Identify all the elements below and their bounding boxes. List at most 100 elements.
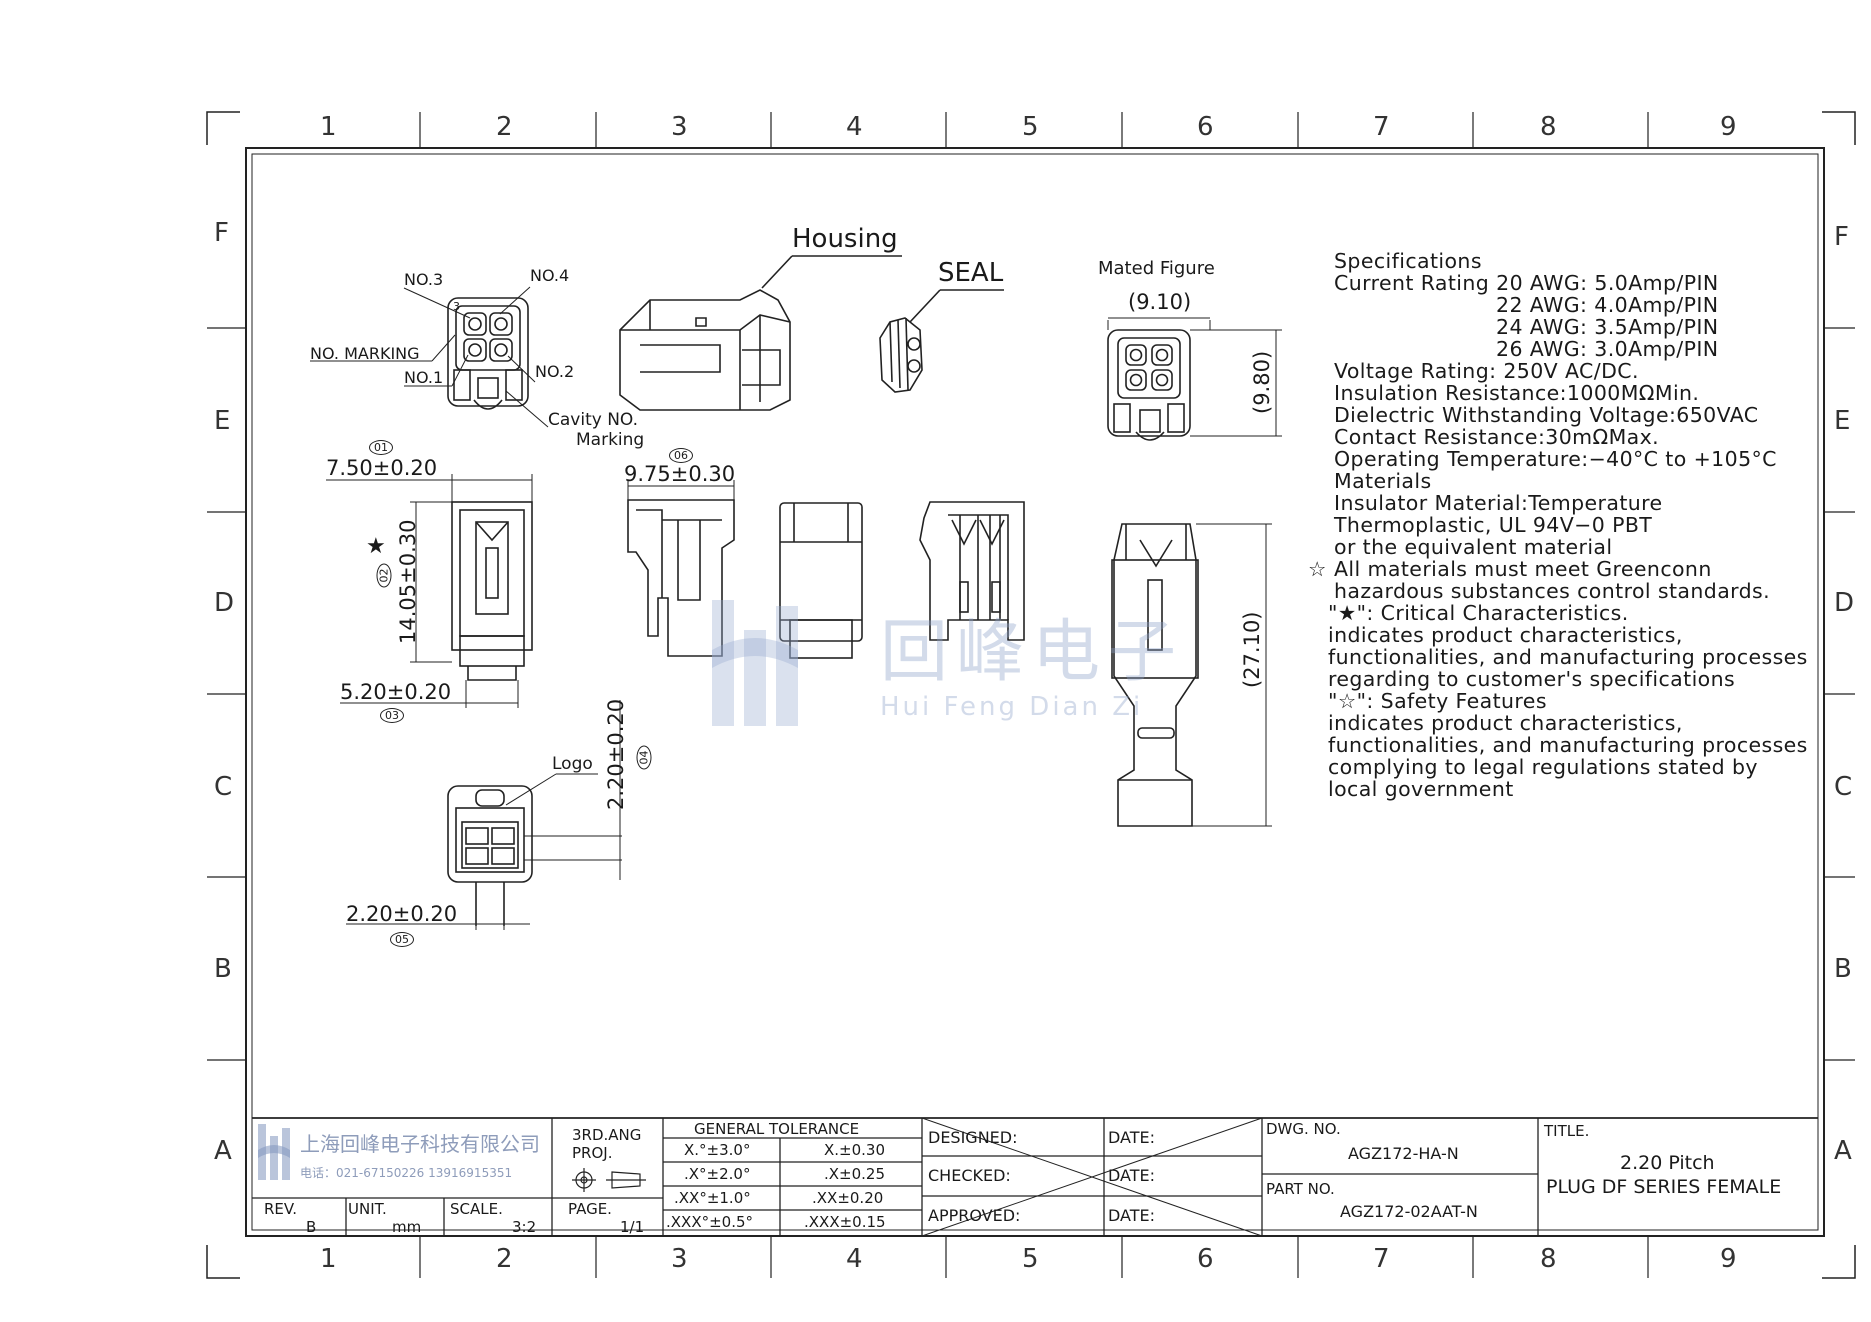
no3-label: NO.3: [404, 270, 444, 289]
side-view: [451, 501, 533, 681]
tolerance-row-2-angle: .X°±2.0°: [684, 1165, 751, 1183]
spec-current-20: Current Rating 20 AWG: 5.0Amp/PIN: [1334, 271, 1719, 295]
mated-dimension-lines: [1107, 317, 1282, 437]
spec-current-22: 22 AWG: 4.0Amp/PIN: [1496, 293, 1719, 317]
side-view-dimensions: [326, 474, 533, 708]
mated-front-view: [1107, 329, 1191, 441]
no4-label: NO.4: [530, 266, 570, 285]
frame-corner-tl: [206, 111, 240, 145]
zone-col-bottom-4: 4: [846, 1244, 863, 1274]
spec-equivalent: or the equivalent material: [1334, 535, 1613, 559]
front-view: [447, 297, 529, 410]
housing-end-view: [779, 502, 863, 659]
zone-col-bottom-3: 3: [671, 1244, 688, 1274]
watermark-text-en: Hui Feng Dian Zi: [880, 692, 1144, 722]
dwg-no-label: DWG. NO.: [1266, 1120, 1341, 1138]
tolerance-row-3-linear: .XX±0.20: [812, 1189, 884, 1207]
company-phone: 电话：021-67150226 13916915351: [300, 1166, 513, 1180]
tolerance-row-3-angle: .XX°±1.0°: [674, 1189, 751, 1207]
no1-label: NO.1: [404, 368, 444, 387]
dim-05-tag: 05: [390, 932, 414, 947]
safety-star-icon: ☆: [1308, 557, 1327, 581]
zone-row-right-D: D: [1834, 588, 1855, 618]
zone-col-bottom-8: 8: [1540, 1244, 1557, 1274]
frame-corner-bl: [206, 1245, 240, 1279]
unit-value: mm: [392, 1218, 422, 1236]
logo-label: Logo: [552, 754, 593, 774]
dim-06-value: 9.75±0.30: [624, 462, 736, 486]
mated-height-dim: (9.80): [1250, 350, 1274, 414]
spec-critical: "★": Critical Characteristics.: [1328, 601, 1629, 625]
projection-symbol-icon: [572, 1168, 646, 1192]
zone-row-right-F: F: [1834, 222, 1849, 252]
spec-safety-desc4: local government: [1328, 777, 1514, 801]
no2-label: NO.2: [535, 362, 575, 381]
zone-row-left-D: D: [214, 588, 235, 618]
scale-value: 3:2: [512, 1218, 537, 1236]
zone-col-top-1: 1: [320, 112, 337, 142]
housing-side-dimension: [627, 480, 735, 500]
approved-label: APPROVED:: [928, 1206, 1021, 1225]
mated-side-view: [1111, 523, 1199, 827]
tolerance-row-2-linear: .X±0.25: [824, 1165, 886, 1183]
page-value: 1/1: [620, 1218, 645, 1236]
housing-section-view: [919, 501, 1025, 641]
housing-side-view: [627, 499, 735, 657]
rev-label: REV.: [264, 1200, 297, 1218]
tolerance-header: GENERAL TOLERANCE: [694, 1120, 860, 1138]
dim-01-tag: 01: [369, 440, 393, 455]
part-no-label: PART NO.: [1266, 1180, 1335, 1198]
spec-critical-desc3: regarding to customer's specifications: [1328, 667, 1736, 691]
zone-row-left-A: A: [214, 1136, 232, 1166]
housing-label: Housing: [792, 224, 898, 254]
zone-row-left-F: F: [214, 218, 229, 248]
spec-contact: Contact Resistance:30mΩMax.: [1334, 425, 1660, 449]
zone-col-bottom-5: 5: [1022, 1244, 1039, 1274]
dim-03-tag: 03: [380, 708, 404, 723]
company-name-cn: 上海回峰电子科技有限公司: [300, 1132, 540, 1156]
zone-col-top-6: 6: [1197, 112, 1214, 142]
designed-label: DESIGNED:: [928, 1128, 1018, 1147]
mated-side-dimension: [1192, 523, 1272, 827]
zone-row-right-A: A: [1834, 1136, 1852, 1166]
specifications-block: Specifications Current Rating 20 AWG: 5.…: [1308, 250, 1808, 800]
spec-safety: "☆": Safety Features: [1328, 689, 1547, 713]
dim-05-value: 2.20±0.20: [346, 902, 458, 926]
spec-critical-desc2: functionalities, and manufacturing proce…: [1328, 645, 1808, 669]
bottom-view-dimensions: [346, 700, 622, 930]
dwg-no-value: AGZ172-HA-N: [1348, 1144, 1459, 1163]
side-height-dim: (27.10): [1240, 611, 1264, 688]
title-line-1: 2.20 Pitch: [1620, 1152, 1715, 1174]
zone-col-top-7: 7: [1373, 112, 1390, 142]
outer-border: [245, 147, 1825, 1237]
frame-corner-br: [1822, 1245, 1856, 1279]
seal-label: SEAL: [938, 258, 1004, 288]
zone-row-right-E: E: [1834, 406, 1851, 436]
part-no-value: AGZ172-02AAT-N: [1340, 1202, 1478, 1221]
spec-safety-desc1: indicates product characteristics,: [1328, 711, 1683, 735]
approved-date-label: DATE:: [1108, 1206, 1156, 1225]
spec-current-26: 26 AWG: 3.0Amp/PIN: [1496, 337, 1719, 361]
dim-06-tag: 06: [669, 448, 693, 463]
cavity-no-label: Cavity NO.: [548, 410, 639, 430]
title-line-2: PLUG DF SERIES FEMALE: [1546, 1176, 1782, 1198]
checked-date-label: DATE:: [1108, 1166, 1156, 1185]
designed-date-label: DATE:: [1108, 1128, 1156, 1147]
inner-border: [251, 153, 1819, 1231]
bottom-view: [447, 785, 533, 926]
zone-col-bottom-2: 2: [496, 1244, 513, 1274]
company-logo-icon: [258, 1124, 290, 1180]
zone-row-right-B: B: [1834, 954, 1852, 984]
housing-iso-view: [619, 255, 902, 411]
zone-col-bottom-1: 1: [320, 1244, 337, 1274]
spec-safety-desc3: complying to legal regulations stated by: [1328, 755, 1758, 779]
spec-thermoplastic: Thermoplastic, UL 94V−0 PBT: [1334, 513, 1653, 537]
spec-critical-desc1: indicates product characteristics,: [1328, 623, 1683, 647]
zone-row-left-C: C: [214, 772, 233, 802]
zone-row-right-C: C: [1834, 772, 1853, 802]
scale-label: SCALE.: [450, 1200, 503, 1218]
dim-02-star-icon: ★: [366, 534, 386, 559]
spec-safety-desc2: functionalities, and manufacturing proce…: [1328, 733, 1808, 757]
dim-04-value: 2.20±0.20: [604, 698, 628, 810]
spec-insulator: Insulator Material:Temperature: [1334, 491, 1663, 515]
